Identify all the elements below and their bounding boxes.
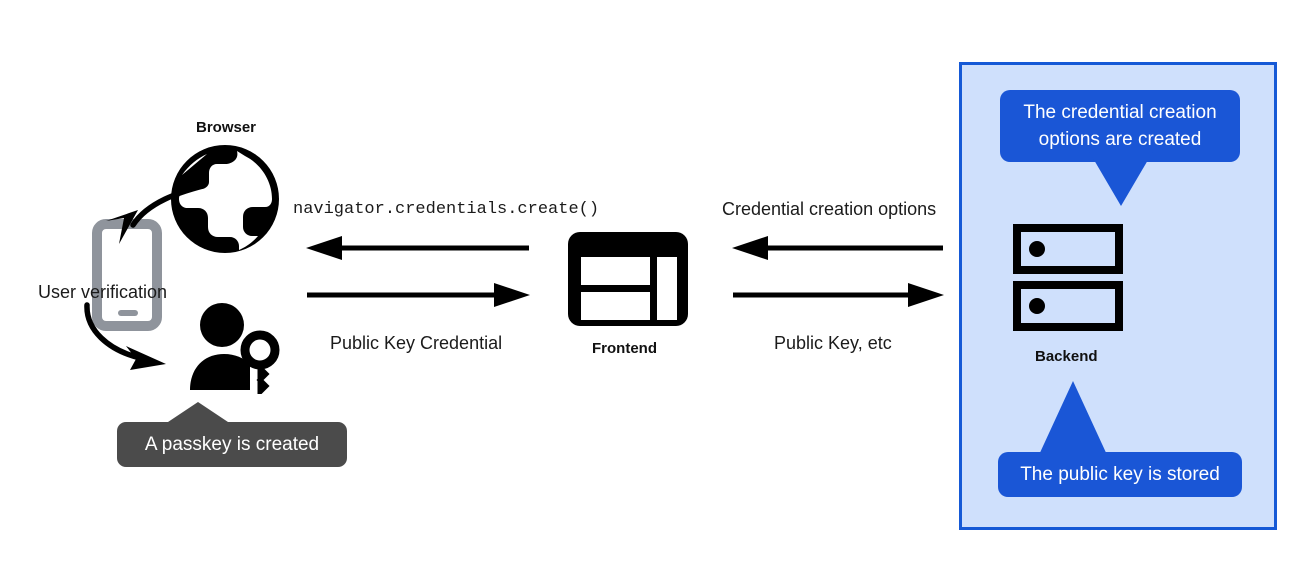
globe-icon <box>171 145 279 253</box>
callout-options-created-pointer-icon <box>1087 148 1155 206</box>
mobile-phone-icon <box>92 219 162 331</box>
message-credential-creation-options: Credential creation options <box>722 199 937 219</box>
arrow-frontend-to-browser-top-icon <box>306 236 529 260</box>
browser-node-label: Browser <box>196 119 257 136</box>
arrow-frontend-to-backend-bottom-icon <box>733 283 944 307</box>
arrow-backend-to-frontend-top-icon <box>732 236 943 260</box>
message-navigator-credentials-create: navigator.credentials.create() <box>293 200 600 219</box>
backend-node-label: Backend <box>1035 348 1098 365</box>
arrow-phone-to-user-icon <box>84 302 166 370</box>
callout-passkey-created-pointer-icon <box>162 402 234 426</box>
arrow-browser-to-frontend-bottom-icon <box>307 283 530 307</box>
user-verification-label: User verification <box>38 282 168 302</box>
callout-passkey-created: A passkey is created <box>117 422 347 467</box>
browser-window-icon <box>568 232 688 326</box>
phone-home-bar-icon <box>118 310 138 316</box>
message-public-key-credential: Public Key Credential <box>330 333 503 353</box>
server-rack-icon <box>1013 224 1123 331</box>
frontend-node-label: Frontend <box>592 340 657 357</box>
callout-public-key-stored-pointer-icon <box>1038 381 1108 457</box>
user-with-key-icon <box>190 303 280 394</box>
callout-public-key-stored: The public key is stored <box>998 452 1242 497</box>
arrow-browser-to-phone-icon <box>106 183 206 244</box>
message-public-key-etc: Public Key, etc <box>774 333 892 353</box>
